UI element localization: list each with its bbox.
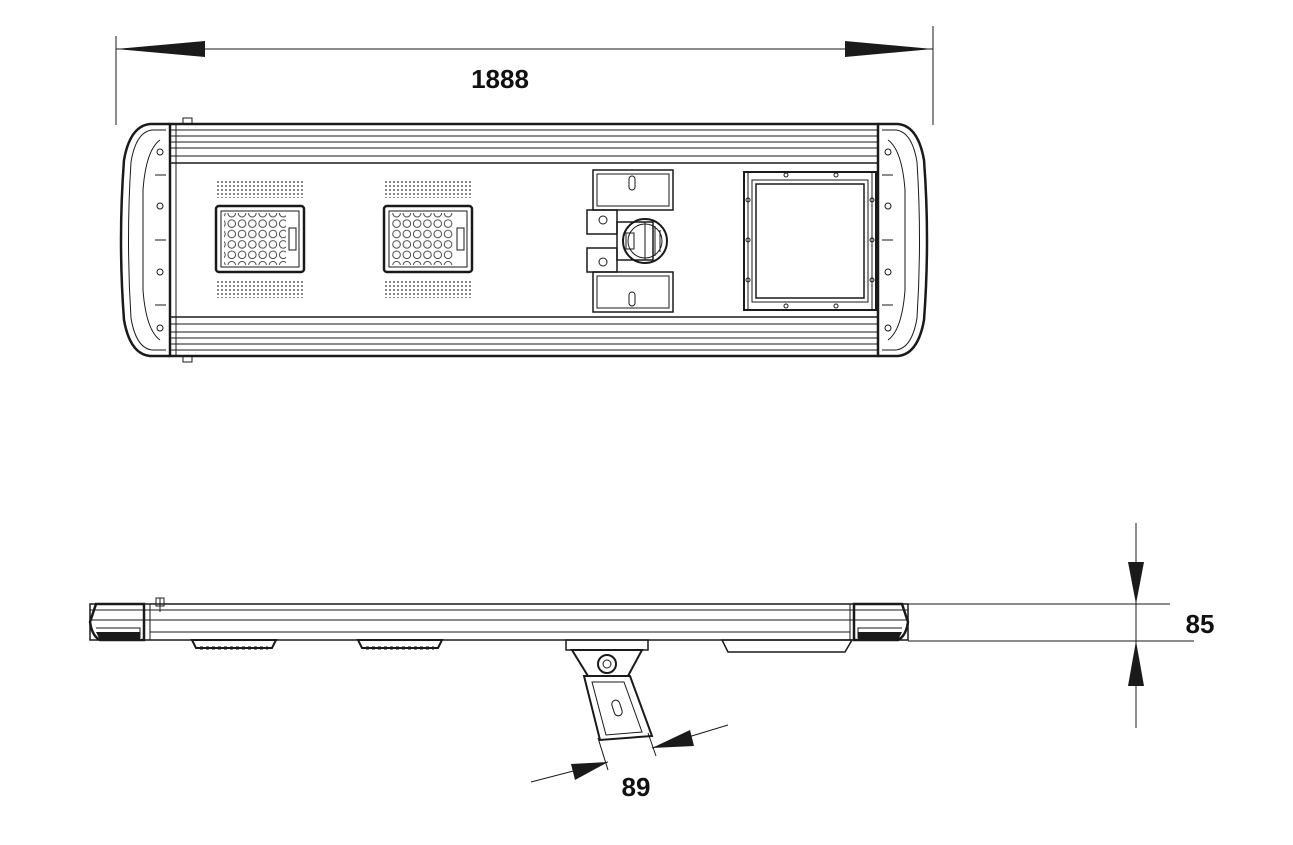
side-view: 89 85 xyxy=(88,523,1214,802)
side-led-2 xyxy=(356,639,444,650)
mounting-bracket-top xyxy=(586,169,674,313)
top-view xyxy=(119,117,929,363)
left-end-cap xyxy=(119,117,193,363)
led-module-1 xyxy=(214,180,306,298)
height-label: 85 xyxy=(1186,609,1215,639)
battery-compartment xyxy=(743,171,877,311)
arrowhead-89-left xyxy=(571,762,608,780)
arrowhead-89-right xyxy=(652,730,694,748)
arrowhead-right xyxy=(845,41,933,57)
bracket-width-dimension: 89 xyxy=(530,724,729,802)
right-end-cap xyxy=(878,122,929,358)
length-dimension-label: 1888 xyxy=(471,64,529,94)
bracket-width-label: 89 xyxy=(622,772,651,802)
side-led-1 xyxy=(190,639,278,650)
arrowhead-85-bottom xyxy=(1128,641,1144,686)
side-left-end xyxy=(88,597,165,642)
main-body xyxy=(168,122,880,358)
arrowhead-85-top xyxy=(1128,562,1144,604)
arrowhead-left xyxy=(116,41,205,57)
side-battery xyxy=(720,639,854,653)
mounting-bracket-side xyxy=(565,639,654,742)
led-module-2 xyxy=(382,180,474,298)
side-right-end xyxy=(852,602,910,642)
length-dimension: 1888 xyxy=(115,26,934,125)
height-dimension: 85 xyxy=(908,523,1214,728)
